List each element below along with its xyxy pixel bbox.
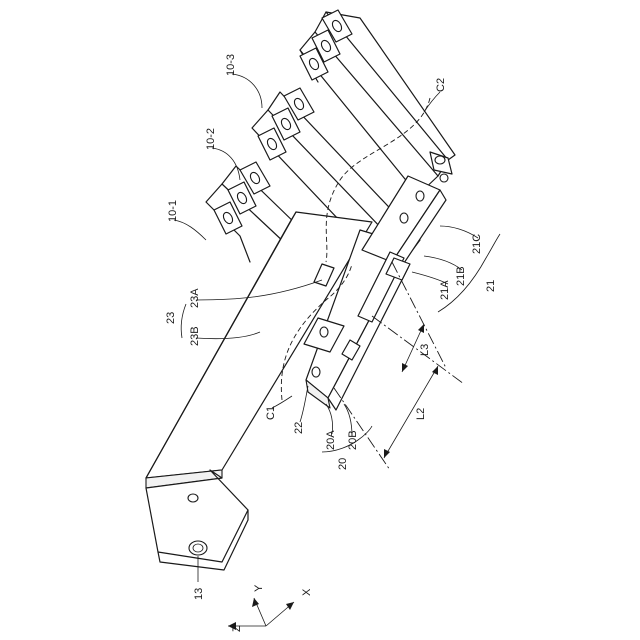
- label-23b: 23B: [189, 326, 201, 346]
- label-10-2: 10-2: [205, 128, 217, 150]
- leader-20a: [326, 404, 333, 434]
- label-13: 13: [193, 588, 205, 600]
- label-20b: 20B: [347, 430, 359, 450]
- brace-23: [181, 304, 186, 338]
- label-l2: L2: [415, 408, 427, 420]
- label-21b: 21B: [455, 266, 467, 286]
- label-10-3: 10-3: [225, 54, 237, 76]
- leader-c2: [424, 92, 440, 112]
- dim-ref-line-1: [334, 388, 390, 470]
- label-23a: 23A: [189, 288, 201, 308]
- label-l3: L3: [419, 344, 431, 356]
- axis-triad: [228, 598, 294, 630]
- dim-l2-line: [384, 366, 438, 458]
- label-20: 20: [337, 458, 349, 470]
- busbar-small-hole: [188, 494, 198, 502]
- label-21c: 21C: [471, 234, 483, 254]
- leader-10-3: [232, 74, 262, 108]
- block-21-hole-1: [416, 191, 424, 201]
- housing-hole: [312, 367, 320, 377]
- label-c2: C2: [435, 78, 447, 92]
- label-c1: C1: [265, 406, 277, 420]
- label-23: 23: [165, 312, 177, 324]
- axis-label-z: Z: [231, 625, 243, 632]
- label-20a: 20A: [325, 430, 337, 450]
- dim-ref-line-2: [372, 316, 464, 384]
- block-21-hole-2: [400, 213, 408, 223]
- label-22: 22: [293, 422, 305, 434]
- block-21: [358, 152, 452, 322]
- bracket-hole: [320, 327, 328, 337]
- axis-label-x: X: [301, 588, 313, 596]
- axis-label-y: Y: [253, 584, 265, 592]
- terminal-hole-13: [189, 541, 207, 555]
- label-21: 21: [485, 280, 497, 292]
- label-21a: 21A: [439, 280, 451, 300]
- leader-22: [300, 386, 308, 422]
- leader-10-1: [174, 220, 206, 240]
- label-10-1: 10-1: [167, 200, 179, 222]
